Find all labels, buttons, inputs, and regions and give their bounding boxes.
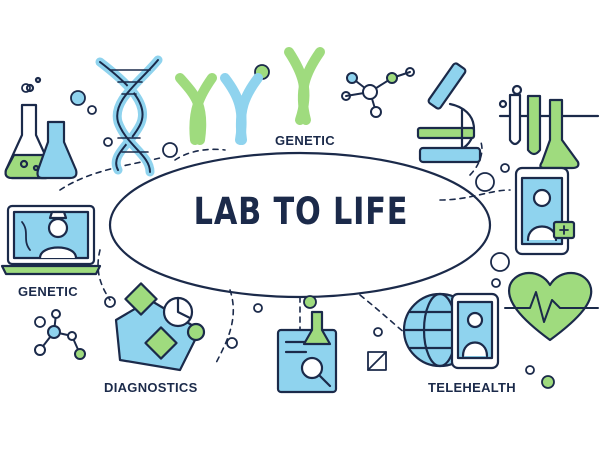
main-title: LAB TO LIFE	[193, 190, 409, 233]
label-genetic-left: GENETIC	[18, 284, 78, 299]
label-genetic-top: GENETIC	[275, 133, 335, 148]
square-icon	[367, 351, 387, 371]
puzzle-analysis-icon	[114, 282, 206, 372]
label-telehealth: TELEHEALTH	[428, 380, 516, 395]
laptop-doctor-icon	[0, 204, 102, 276]
phone-doctor-icon	[514, 166, 576, 256]
globe-icon	[402, 292, 500, 370]
label-diagnostics: DIAGNOSTICS	[104, 380, 198, 395]
flask-icon	[4, 76, 78, 180]
molecule-icon	[341, 67, 415, 118]
test-tubes-icon	[498, 84, 600, 170]
molecule-small-icon	[34, 309, 86, 360]
heart-pulse-icon	[504, 271, 599, 342]
dna-icon	[95, 55, 163, 177]
microscope-icon	[416, 62, 482, 164]
lab-report-icon	[276, 310, 338, 394]
chromosome-icon	[175, 47, 325, 145]
